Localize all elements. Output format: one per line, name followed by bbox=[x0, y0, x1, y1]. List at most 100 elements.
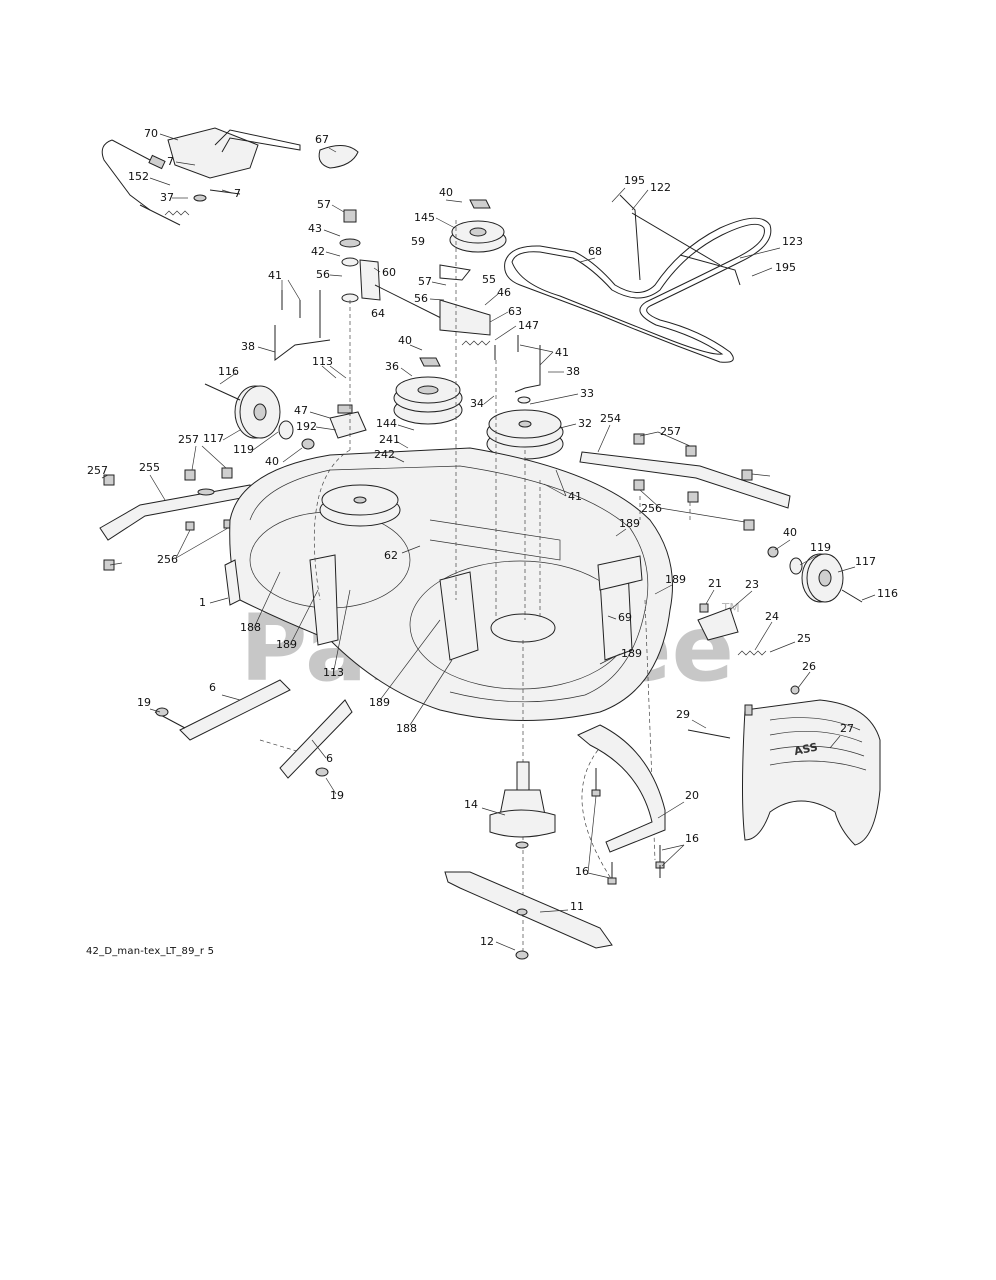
lift-lever-assembly bbox=[101, 127, 359, 226]
label-60: 60 bbox=[382, 266, 396, 279]
label-7b: 7 bbox=[234, 187, 241, 200]
label-113b: 113 bbox=[323, 666, 344, 679]
label-37: 37 bbox=[160, 191, 174, 204]
label-14: 14 bbox=[464, 798, 478, 811]
label-192: 192 bbox=[296, 420, 317, 433]
label-256b: 256 bbox=[641, 502, 662, 515]
label-41c: 41 bbox=[568, 490, 582, 503]
label-116b: 116 bbox=[877, 587, 898, 600]
label-33: 33 bbox=[580, 387, 594, 400]
label-195b: 195 bbox=[775, 261, 796, 274]
bracket-6-upper bbox=[154, 679, 291, 741]
label-41a: 41 bbox=[268, 269, 282, 282]
gauge-wheel-left bbox=[204, 383, 315, 450]
label-145: 145 bbox=[414, 211, 435, 224]
pulley-36 bbox=[393, 357, 463, 425]
label-20: 20 bbox=[685, 789, 699, 802]
label-62: 62 bbox=[384, 549, 398, 562]
label-29: 29 bbox=[676, 708, 690, 721]
label-27: 27 bbox=[840, 722, 854, 735]
pulley-32 bbox=[486, 396, 564, 460]
idler-arm bbox=[339, 209, 491, 346]
label-12: 12 bbox=[480, 935, 494, 948]
label-36: 36 bbox=[385, 360, 399, 373]
idler-pulley-upper bbox=[439, 199, 507, 281]
label-16b: 16 bbox=[685, 832, 699, 845]
label-64: 64 bbox=[371, 307, 385, 320]
label-40b: 40 bbox=[398, 334, 412, 347]
label-188b: 188 bbox=[396, 722, 417, 735]
label-69: 69 bbox=[618, 611, 632, 624]
label-42: 42 bbox=[311, 245, 325, 258]
label-38a: 38 bbox=[241, 340, 255, 353]
label-55: 55 bbox=[482, 273, 496, 286]
label-26: 26 bbox=[802, 660, 816, 673]
label-43: 43 bbox=[308, 222, 322, 235]
label-63: 63 bbox=[508, 305, 522, 318]
label-117b: 117 bbox=[855, 555, 876, 568]
leader-lines bbox=[101, 133, 876, 951]
label-189c: 189 bbox=[276, 638, 297, 651]
label-6b: 6 bbox=[326, 752, 333, 765]
label-195a: 195 bbox=[624, 174, 645, 187]
label-147: 147 bbox=[518, 319, 539, 332]
chute-logo-text: ASS bbox=[793, 740, 819, 758]
label-123: 123 bbox=[782, 235, 803, 248]
label-189e: 189 bbox=[369, 696, 390, 709]
label-119a: 119 bbox=[233, 443, 254, 456]
label-38b: 38 bbox=[566, 365, 580, 378]
label-70: 70 bbox=[144, 127, 158, 140]
label-152: 152 bbox=[128, 170, 149, 183]
drawing-reference: 42_D_man-tex_LT_89_r 5 bbox=[86, 946, 215, 957]
label-23: 23 bbox=[745, 578, 759, 591]
label-256a: 256 bbox=[157, 553, 178, 566]
label-21: 21 bbox=[708, 577, 722, 590]
label-242: 242 bbox=[374, 448, 395, 461]
label-40a: 40 bbox=[439, 186, 453, 199]
label-7a: 7 bbox=[167, 155, 174, 168]
label-24: 24 bbox=[765, 610, 779, 623]
label-19b: 19 bbox=[330, 789, 344, 802]
label-189d: 189 bbox=[621, 647, 642, 660]
label-57a: 57 bbox=[317, 198, 331, 211]
bar-254 bbox=[579, 451, 791, 509]
label-119b: 119 bbox=[810, 541, 831, 554]
label-257a: 257 bbox=[178, 433, 199, 446]
label-59: 59 bbox=[411, 235, 425, 248]
label-40c: 40 bbox=[265, 455, 279, 468]
label-113a: 113 bbox=[312, 355, 333, 368]
label-188a: 188 bbox=[240, 621, 261, 634]
label-116a: 116 bbox=[218, 365, 239, 378]
bracket-47 bbox=[329, 404, 367, 439]
bar-255 bbox=[99, 484, 253, 541]
label-34: 34 bbox=[470, 397, 484, 410]
label-255: 255 bbox=[139, 461, 160, 474]
label-144: 144 bbox=[376, 417, 397, 430]
label-57b: 57 bbox=[418, 275, 432, 288]
label-47: 47 bbox=[294, 404, 308, 417]
label-189b: 189 bbox=[665, 573, 686, 586]
label-40d: 40 bbox=[783, 526, 797, 539]
label-25: 25 bbox=[797, 632, 811, 645]
label-19a: 19 bbox=[137, 696, 151, 709]
bar-hardware bbox=[103, 433, 755, 571]
bracket-23 bbox=[697, 603, 800, 695]
blade-11 bbox=[444, 871, 613, 960]
baffle-20 bbox=[577, 724, 666, 853]
bracket-6-lower bbox=[279, 699, 353, 779]
label-257c: 257 bbox=[660, 425, 681, 438]
label-32: 32 bbox=[578, 417, 592, 430]
label-241: 241 bbox=[379, 433, 400, 446]
label-11: 11 bbox=[570, 900, 584, 913]
label-56b: 56 bbox=[414, 292, 428, 305]
label-16a: 16 bbox=[575, 865, 589, 878]
label-67: 67 bbox=[315, 133, 329, 146]
label-1: 1 bbox=[199, 596, 206, 609]
label-46: 46 bbox=[497, 286, 511, 299]
gauge-wheel-right bbox=[767, 546, 863, 603]
label-6a: 6 bbox=[209, 681, 216, 694]
label-41b: 41 bbox=[555, 346, 569, 359]
label-117a: 117 bbox=[203, 432, 224, 445]
spindle-14 bbox=[489, 761, 556, 849]
